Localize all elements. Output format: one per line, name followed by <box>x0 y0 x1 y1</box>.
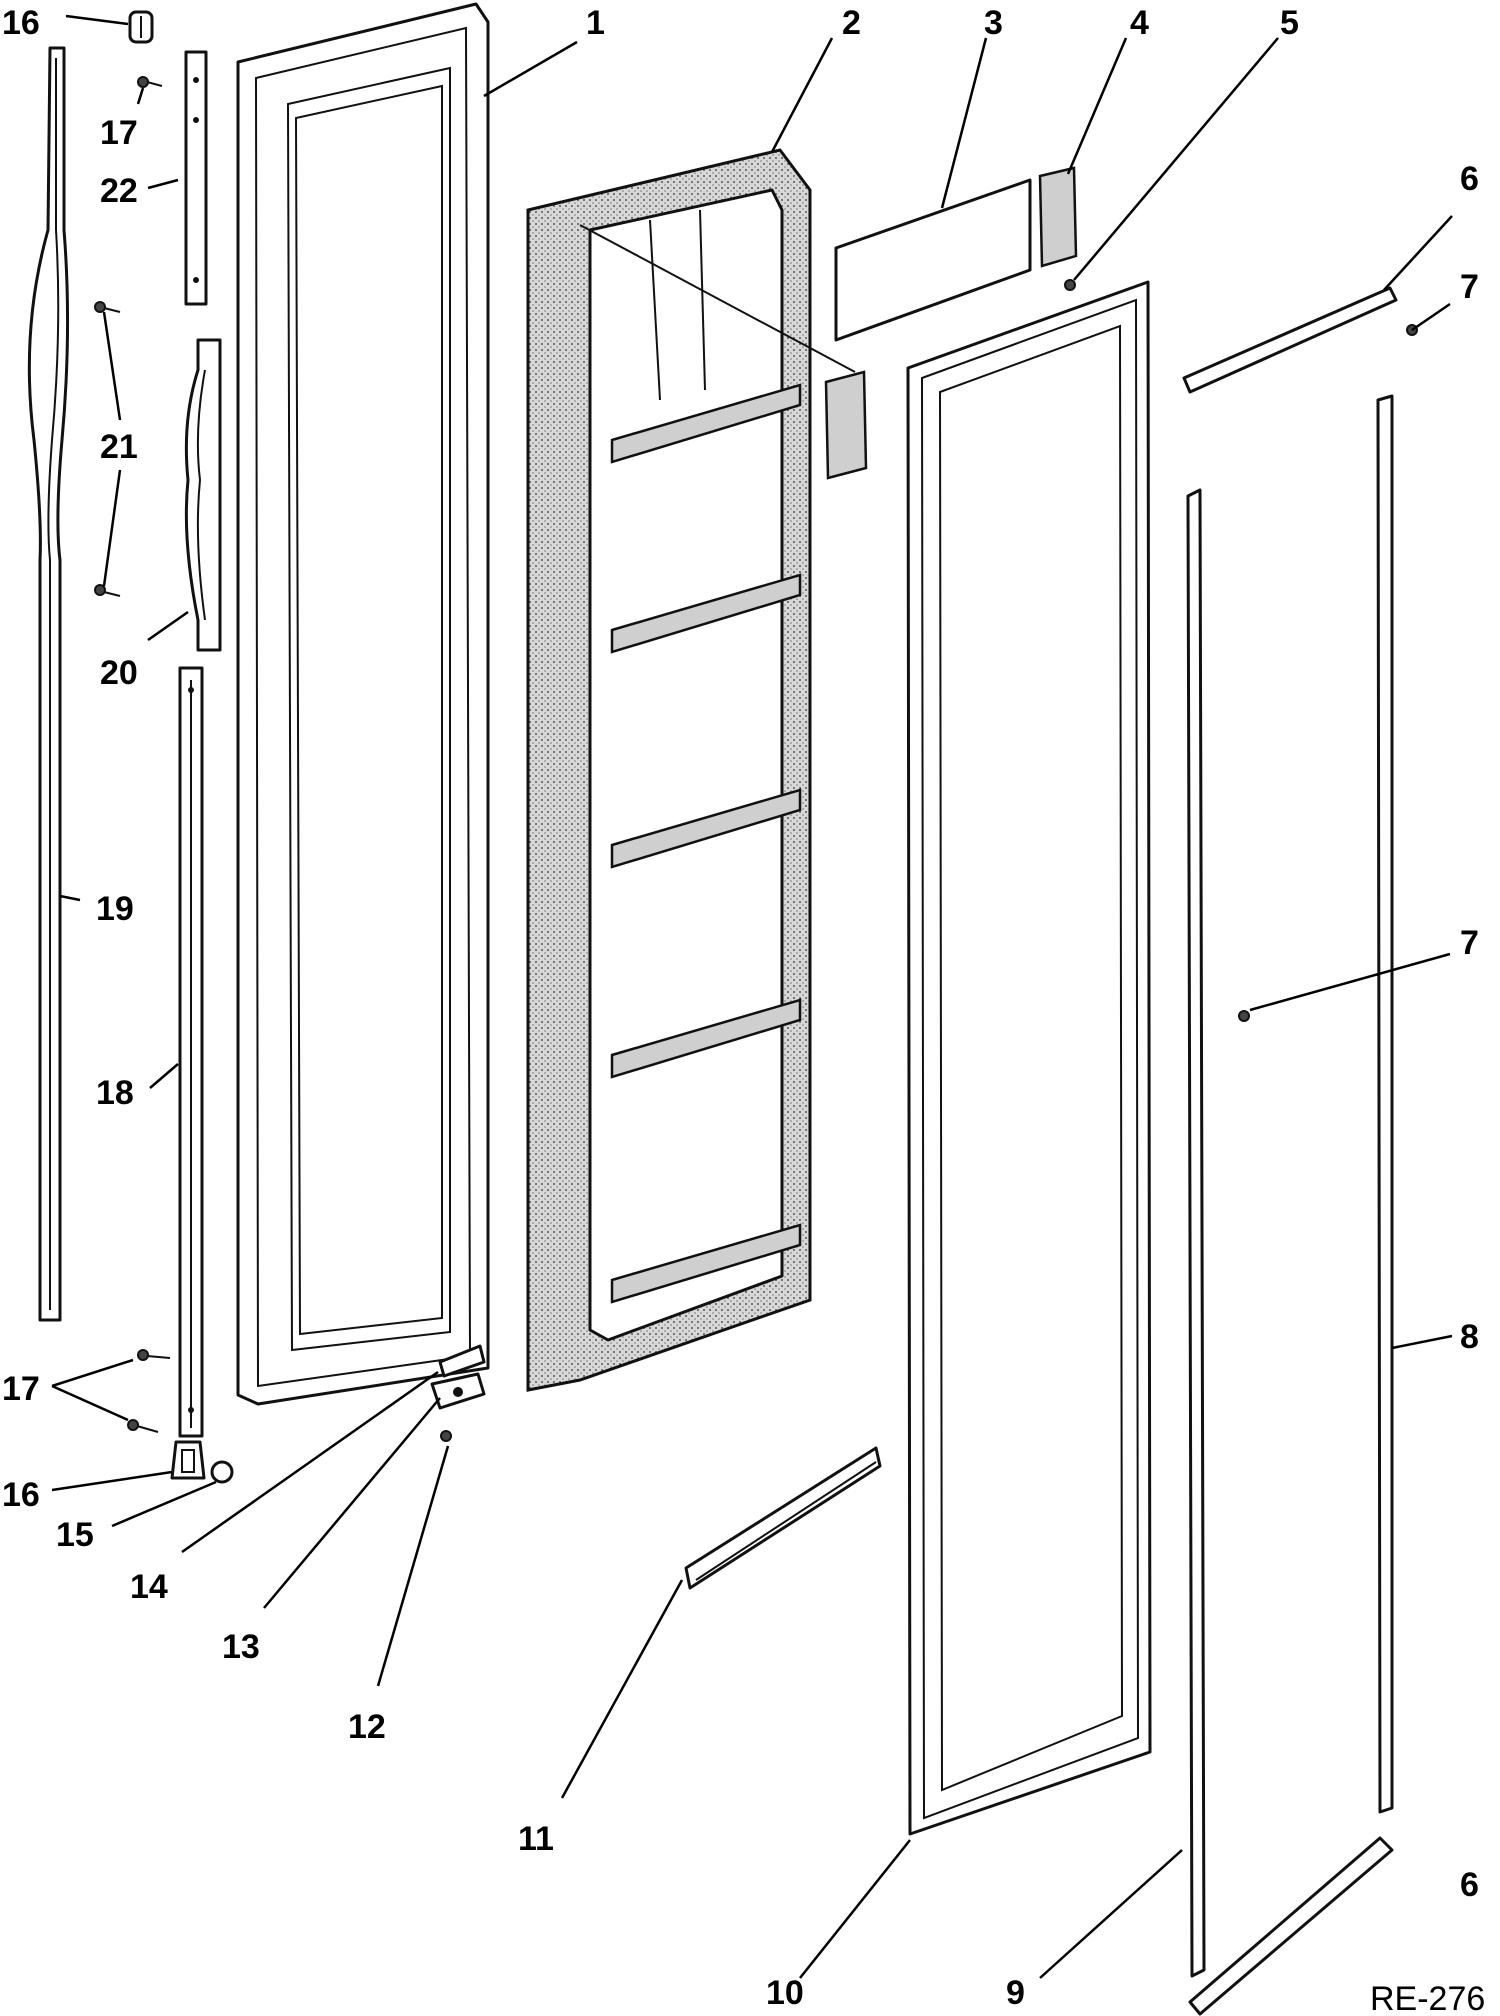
leader-lines <box>51 14 1453 1979</box>
diagram-code: RE-276 <box>1370 1980 1485 2016</box>
callout-8: 8 <box>1460 1318 1479 1356</box>
outer-door-panel-part-1 <box>236 2 490 1406</box>
bracket-part-16-bottom <box>170 1440 206 1480</box>
hinge-plate-part-14 <box>438 1344 486 1378</box>
callout-16-bottom: 16 <box>2 1476 40 1514</box>
callout-15: 15 <box>56 1516 94 1554</box>
callout-7-mid: 7 <box>1460 924 1479 962</box>
bracket-part-6-top <box>1182 286 1398 394</box>
end-cap-part-16-top <box>128 10 154 44</box>
callout-6-bottom: 6 <box>1460 1866 1479 1904</box>
callout-16-top: 16 <box>2 4 40 42</box>
callout-18: 18 <box>96 1074 134 1112</box>
hinge-part-13 <box>430 1372 486 1410</box>
bracket-part-6-bottom <box>1188 1836 1394 2016</box>
screw-part-5 <box>1064 279 1076 291</box>
callout-5: 5 <box>1280 4 1299 42</box>
side-strip-part-8 <box>1376 394 1394 1814</box>
door-handle-part-20 <box>184 338 222 652</box>
screw-part-7-mid <box>1238 1010 1250 1022</box>
callout-labels: 1 2 3 4 5 6 7 7 8 6 9 10 11 12 13 14 15 … <box>2 4 1485 2016</box>
callout-2: 2 <box>842 4 861 42</box>
callout-22: 22 <box>100 172 138 210</box>
callout-20: 20 <box>100 654 138 692</box>
callout-6-top: 6 <box>1460 160 1479 198</box>
callout-7-top: 7 <box>1460 268 1479 306</box>
retainer-plate-part-3 <box>834 178 1032 342</box>
bottom-trim-part-11 <box>684 1446 882 1590</box>
handle-trim-part-19 <box>27 46 70 1322</box>
callout-17-top: 17 <box>100 114 138 152</box>
callout-9: 9 <box>1006 1974 1025 2012</box>
handle-mount-part-18 <box>178 666 204 1438</box>
callout-14: 14 <box>130 1568 168 1606</box>
callout-13: 13 <box>222 1628 260 1666</box>
callout-3: 3 <box>984 4 1003 42</box>
handle-mount-part-22 <box>184 50 208 306</box>
callout-17-bottom: 17 <box>2 1370 40 1408</box>
screw-part-12 <box>440 1430 452 1442</box>
callout-4: 4 <box>1130 4 1149 42</box>
screw-part-17-top <box>137 76 163 88</box>
screw-part-17-bottom <box>127 1349 171 1433</box>
side-strip-part-9 <box>1186 488 1206 1978</box>
callout-19: 19 <box>96 890 134 928</box>
callout-21: 21 <box>100 428 138 466</box>
screw-part-21 <box>94 301 121 597</box>
callout-12: 12 <box>348 1708 386 1746</box>
cap-part-15 <box>210 1460 234 1484</box>
end-clip-part-4 <box>579 166 1078 480</box>
callout-1: 1 <box>586 4 605 42</box>
callout-11: 11 <box>518 1820 554 1858</box>
door-gasket-part-10 <box>906 280 1152 1836</box>
door-liner-part-2 <box>526 148 812 1392</box>
callout-10: 10 <box>766 1974 804 2012</box>
